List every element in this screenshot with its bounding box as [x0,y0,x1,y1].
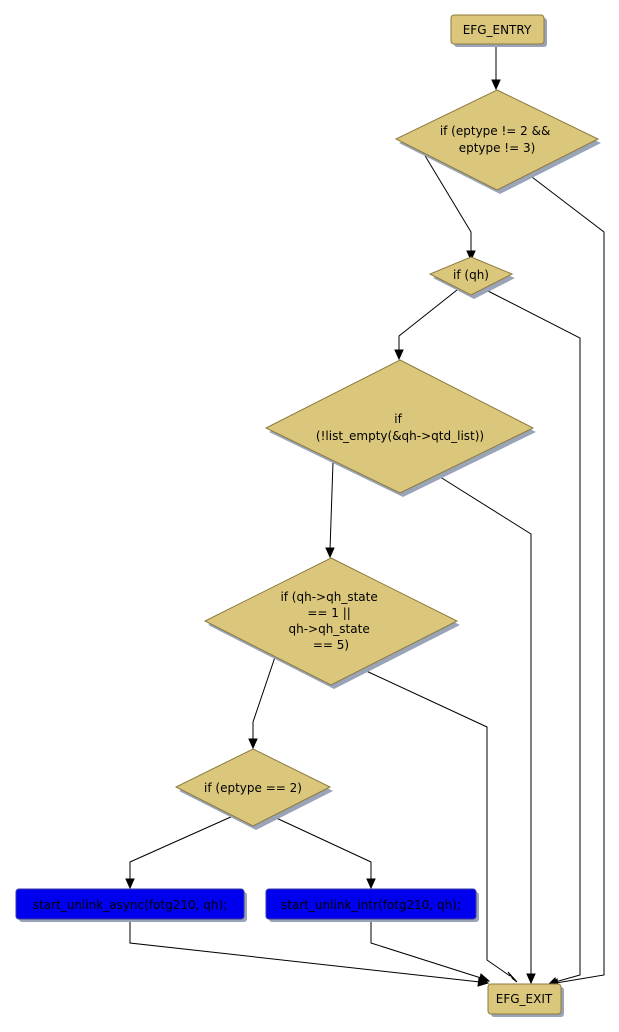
label-line: (!list_empty(&qh->qtd_list)) [316,429,484,443]
label-line: == 5) [313,638,349,652]
arrowhead [125,878,135,890]
label-line: if (eptype == 2) [204,781,302,795]
edge-eptype2-to-intr [271,815,372,880]
node-diamond [264,359,535,494]
node-action-async[interactable]: start_unlink_async(fotg210, qh); [15,888,247,922]
label-line: eptype != 3) [459,141,536,155]
node-cond-eptype[interactable]: if (eptype != 2 && eptype != 3) [394,89,601,194]
arrowhead [507,971,518,983]
node-cond-state-label: if (qh->qh_state == 1 || qh->qh_state ==… [280,590,381,652]
node-entry[interactable]: EFG_ENTRY [450,14,547,47]
label-line: if (qh) [453,268,489,282]
node-box [15,888,245,920]
node-exit[interactable]: EFG_EXIT [487,983,564,1017]
node-diamond [394,89,600,191]
edge-eptype-to-exit [527,173,605,984]
arrowhead [325,547,335,559]
arrowhead [478,973,491,983]
node-cond-list-label: if (!list_empty(&qh->qtd_list)) [316,412,484,443]
label-line: == 1 || [307,606,350,620]
edge-intr-to-exit [370,920,482,979]
label-line: if (qh->qh_state [280,590,377,604]
edge-qh-to-list [398,289,458,352]
node-diamond [428,256,514,296]
node-cond-list[interactable]: if (!list_empty(&qh->qtd_list)) [264,359,536,497]
node-box [265,888,477,920]
node-cond-eptype-label: if (eptype != 2 && eptype != 3) [440,124,554,155]
edge-state-to-exit [361,668,511,977]
arrowhead [526,973,536,985]
arrowhead [394,349,404,361]
node-exit-label: EFG_EXIT [496,992,553,1006]
node-box [487,983,562,1015]
edges [125,45,605,988]
node-entry-label: EFG_ENTRY [463,23,532,37]
label-line: if [394,412,402,426]
node-diamond [203,557,459,686]
edge-state-to-eptype2 [252,656,276,740]
node-cond-state[interactable]: if (qh->qh_state == 1 || qh->qh_state ==… [203,557,460,689]
node-cond-eptype2-label: if (eptype == 2) [204,781,302,795]
node-diamond [174,748,332,827]
edge-list-to-state [329,461,334,551]
arrowhead [366,878,376,890]
node-box [450,14,545,45]
label-line: qh->qh_state [288,622,369,636]
node-cond-qh[interactable]: if (qh) [428,256,515,299]
node-action-intr[interactable]: start_unlink_intr(fotg210, qh); [265,888,479,922]
node-action-async-label: start_unlink_async(fotg210, qh); [33,898,227,912]
edge-eptype-to-qh [423,153,472,253]
arrowhead [466,250,476,262]
edge-list-to-exit [436,474,532,975]
edge-async-to-exit [129,920,481,983]
label-line: if (eptype != 2 && [440,124,551,138]
node-action-intr-label: start_unlink_intr(fotg210, qh); [281,898,461,912]
arrowhead [491,79,501,91]
edge-qh-to-exit [485,289,581,983]
edge-eptype2-to-async [129,815,234,880]
node-cond-eptype2[interactable]: if (eptype == 2) [174,748,333,830]
arrowhead [248,738,258,750]
node-cond-qh-label: if (qh) [453,268,489,282]
